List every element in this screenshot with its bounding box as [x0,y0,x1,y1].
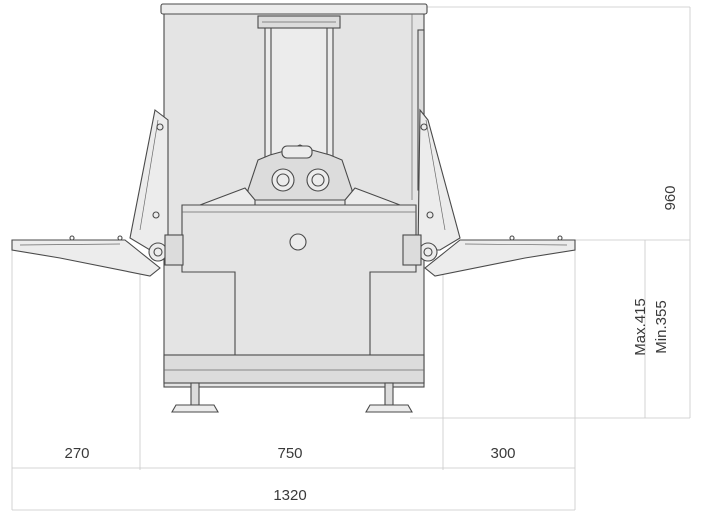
front-knob [289,233,307,251]
table-height-max-label: Max.415 [632,298,649,356]
left-foot [171,382,219,413]
left-hinge [148,242,168,262]
overall-height-label: 960 [662,185,679,210]
right-foot [365,382,413,413]
left-hinge-bracket [164,234,184,266]
base-frame [163,354,425,384]
roller-cap [281,145,313,159]
right-hinge-bracket [402,234,422,266]
top-cover [160,3,428,15]
center-width-label: 750 [277,445,302,462]
left-folding-arm [129,109,169,251]
roller-right [306,168,330,192]
right-conveyor-table [402,108,576,277]
right-width-label: 300 [490,445,515,462]
upper-guide [264,17,334,159]
dough-sheeter-machine [11,3,576,413]
right-hinge [418,242,438,262]
total-width-label: 1320 [273,487,306,504]
left-conveyor-table [11,109,184,277]
dimension-lines [11,6,691,511]
left-width-label: 270 [64,445,89,462]
table-height-min-label: Min.355 [653,300,670,353]
right-folding-arm [417,108,461,251]
roller-left [271,168,295,192]
